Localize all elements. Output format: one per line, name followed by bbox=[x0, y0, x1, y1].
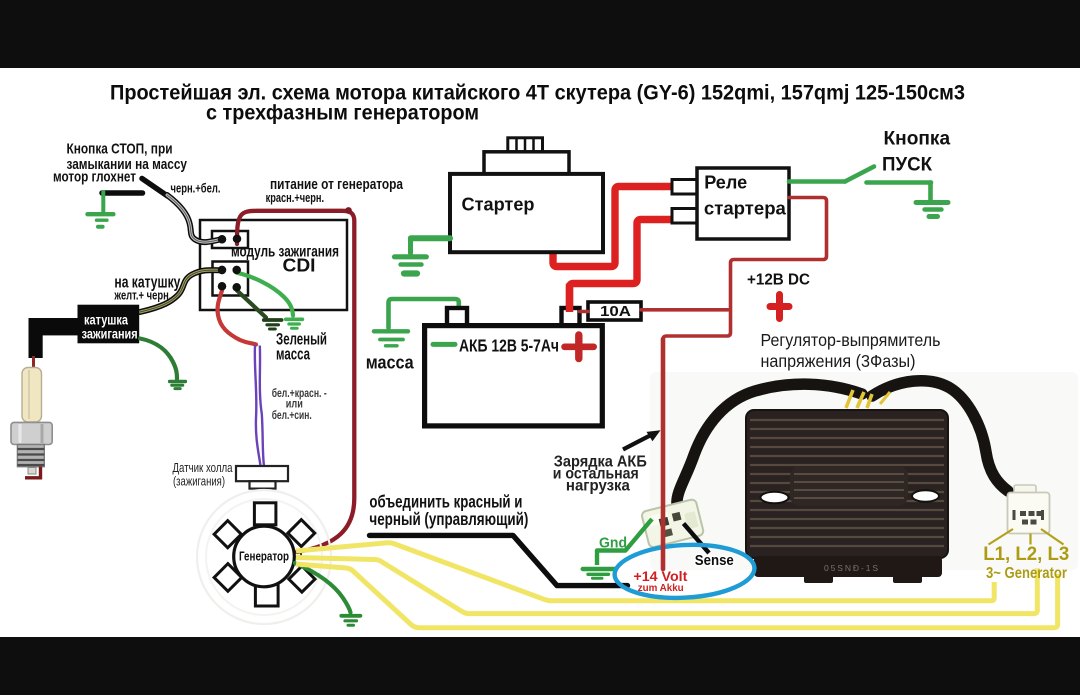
svg-text:Sense: Sense bbox=[695, 552, 734, 569]
svg-text:Регулятор-выпрямитель: Регулятор-выпрямитель bbox=[761, 330, 941, 350]
svg-text:с трехфазным генератором: с трехфазным генератором bbox=[206, 102, 479, 125]
svg-text:L1, L2, L3: L1, L2, L3 bbox=[983, 543, 1069, 565]
svg-text:объединить красный и: объединить красный и bbox=[369, 492, 522, 512]
svg-text:+14 Volt: +14 Volt bbox=[633, 568, 687, 584]
svg-text:стартера: стартера bbox=[704, 198, 787, 219]
svg-text:красн.+черн.: красн.+черн. bbox=[266, 190, 325, 205]
svg-text:(зажигания): (зажигания) bbox=[173, 474, 225, 489]
svg-text:Кнопка СТОП, при: Кнопка СТОП, при bbox=[67, 141, 173, 158]
svg-text:ПУСК: ПУСК bbox=[882, 154, 932, 175]
svg-text:Кнопка: Кнопка bbox=[884, 129, 951, 150]
svg-text:АКБ 12В 5-7Ач: АКБ 12В 5-7Ач bbox=[459, 336, 559, 356]
svg-text:Генератор: Генератор bbox=[239, 550, 289, 564]
svg-text:бел.+син.: бел.+син. bbox=[272, 410, 312, 422]
svg-text:zum Akku: zum Akku bbox=[638, 582, 684, 594]
svg-text:катушка: катушка bbox=[84, 312, 128, 327]
svg-text:10А: 10А bbox=[600, 304, 632, 320]
svg-text:и остальная: и остальная bbox=[553, 465, 639, 482]
svg-text:масса: масса bbox=[276, 344, 310, 363]
svg-text:питание от генератора: питание от генератора bbox=[270, 176, 404, 193]
svg-text:Gnd: Gnd bbox=[599, 535, 627, 552]
svg-text:CDI: CDI bbox=[283, 255, 316, 275]
svg-text:модуль зажигания: модуль зажигания bbox=[231, 243, 339, 260]
svg-text:Простейшая эл. схема мотора ки: Простейшая эл. схема мотора китайского 4… bbox=[110, 82, 965, 105]
svg-text:3~ Generator: 3~ Generator bbox=[986, 565, 1067, 582]
svg-text:на катушку: на катушку bbox=[114, 274, 181, 292]
svg-text:Зарядка АКБ: Зарядка АКБ bbox=[554, 453, 647, 470]
svg-text:замыкании на массу: замыкании на массу bbox=[67, 156, 188, 173]
svg-text:напряжения (3Фазы): напряжения (3Фазы) bbox=[761, 351, 916, 371]
svg-text:мотор глохнет: мотор глохнет bbox=[53, 169, 136, 186]
svg-text:желт.+ черн.: желт.+ черн. bbox=[114, 288, 172, 303]
svg-text:зажигания: зажигания bbox=[82, 327, 138, 342]
svg-text:нагрузка: нагрузка bbox=[566, 478, 630, 495]
svg-text:или: или bbox=[286, 398, 303, 410]
svg-text:черный (управляющий): черный (управляющий) bbox=[369, 509, 528, 529]
svg-text:Стартер: Стартер bbox=[462, 194, 535, 215]
svg-text:Зеленый: Зеленый bbox=[276, 330, 327, 349]
svg-text:бел.+красн. -: бел.+красн. - bbox=[272, 388, 327, 400]
svg-text:Датчик холла: Датчик холла bbox=[173, 460, 234, 475]
svg-text:Реле: Реле bbox=[704, 172, 747, 193]
svg-text:+12В DC: +12В DC bbox=[747, 271, 810, 288]
svg-text:масса: масса bbox=[366, 352, 415, 372]
svg-text:черн.+бел.: черн.+бел. bbox=[171, 181, 221, 196]
